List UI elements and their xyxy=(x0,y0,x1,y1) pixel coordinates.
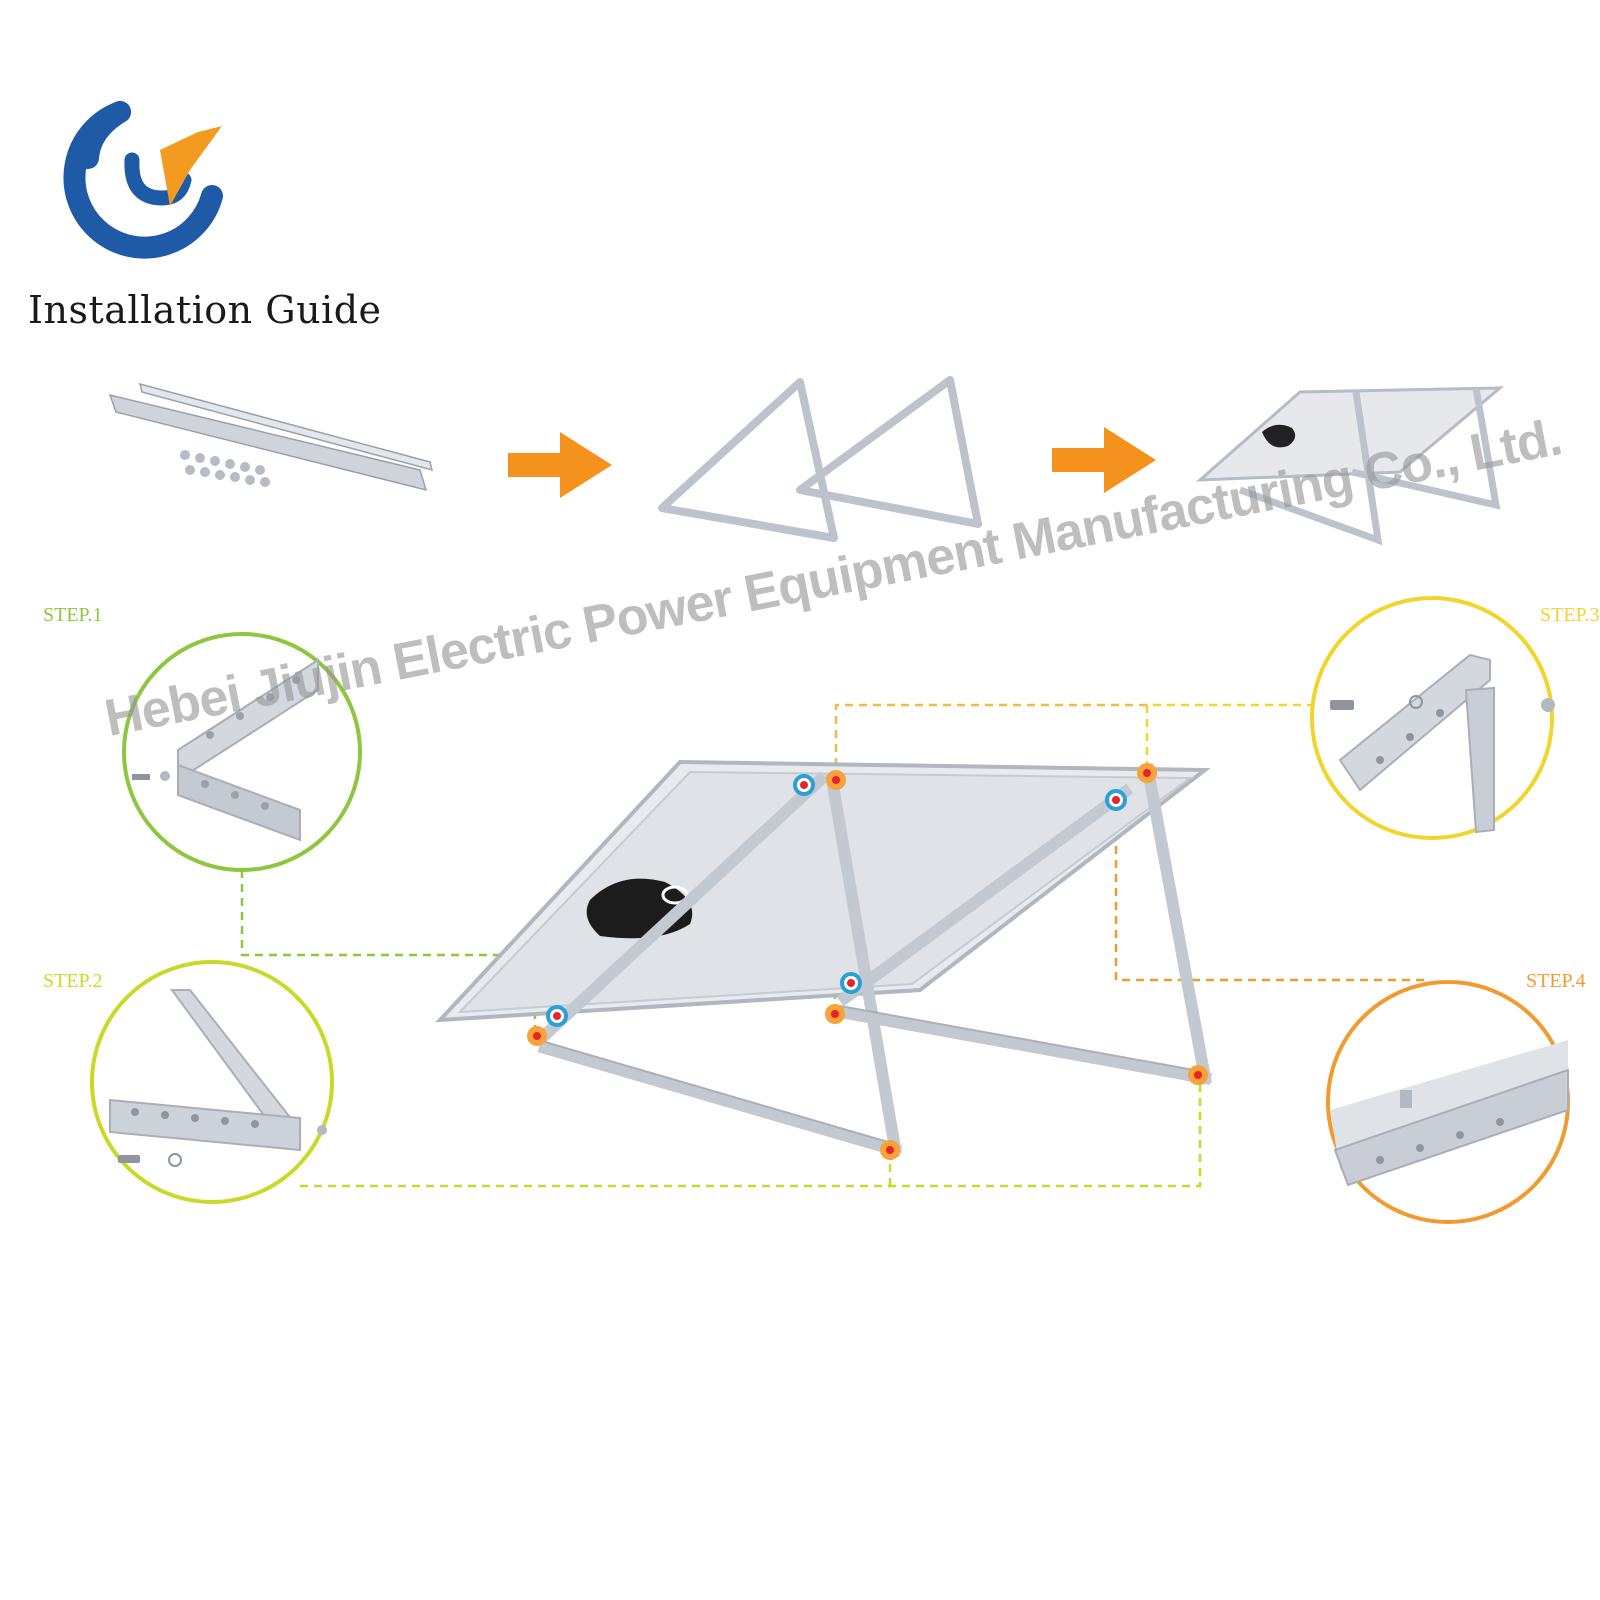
connector-step3b xyxy=(834,703,1147,780)
bolt-icon xyxy=(1330,700,1354,710)
bolt-icon xyxy=(132,774,150,780)
nut-icon xyxy=(160,771,170,781)
arrow-right-icon xyxy=(1052,427,1156,493)
connector-step2 xyxy=(300,1080,1202,1188)
connector-step1 xyxy=(240,870,537,1030)
rails-kit-illustration xyxy=(108,382,434,492)
triangle-frames-illustration xyxy=(658,376,982,542)
step-3-label: STEP.3 xyxy=(1540,604,1600,626)
page-title: Installation Guide xyxy=(28,288,382,332)
bolt-icon xyxy=(118,1155,140,1163)
nut-icon xyxy=(168,1153,182,1167)
watermark-company-name: Hebei Jiujin Electric Power Equipment Ma… xyxy=(100,408,1566,748)
detail-step-4 xyxy=(1326,980,1570,1224)
junction-box-mark xyxy=(586,878,693,939)
detail-step-3 xyxy=(1310,596,1555,840)
arrow-right-icon xyxy=(508,432,612,498)
step-2-label: STEP.2 xyxy=(43,970,103,992)
fastener-markers xyxy=(527,763,1208,1160)
step-1-label: STEP.1 xyxy=(43,604,103,626)
step-4-label: STEP.4 xyxy=(1526,970,1586,992)
nut-icon xyxy=(1409,695,1423,709)
nut-icon xyxy=(1541,698,1555,712)
connector-step4 xyxy=(1114,790,1430,982)
nut-icon xyxy=(317,1125,327,1135)
solar-panel xyxy=(435,759,1211,1023)
connector-step1b xyxy=(535,953,837,1010)
connector-step3 xyxy=(1145,703,1315,768)
detail-step-2 xyxy=(90,960,334,1204)
